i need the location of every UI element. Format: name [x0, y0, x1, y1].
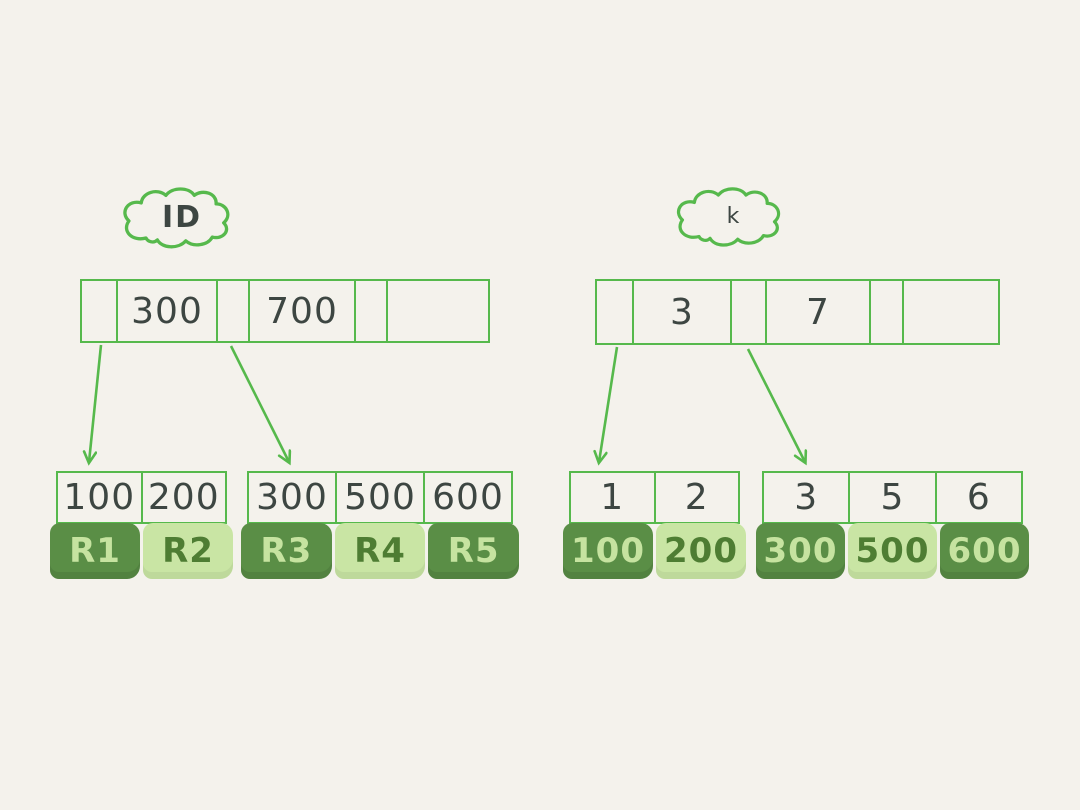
record-value: R2 — [162, 531, 214, 571]
leaf-records-row: 300 500 600 — [756, 523, 1029, 579]
cloud-icon — [676, 187, 781, 247]
root-cell-key: 3 — [632, 281, 730, 343]
arrow-right-root-to-leaf1 — [599, 346, 619, 462]
leaf-key-value: 100 — [63, 477, 136, 518]
record-cell: 100 — [563, 523, 653, 579]
record-value: 600 — [947, 531, 1022, 571]
leaf-key-value: 300 — [256, 477, 328, 518]
record-value: R4 — [354, 531, 406, 571]
record-value: 100 — [571, 531, 645, 571]
leaf-key-cell: 500 — [335, 473, 423, 522]
leaf-key-value: 1 — [600, 477, 625, 518]
root-cell-empty — [386, 281, 488, 341]
record-cell: R5 — [428, 523, 520, 579]
left-leaf-node-2: 300 500 600 R3 R4 R5 — [241, 471, 520, 579]
root-cell-pointer — [597, 281, 632, 343]
root-cell-pointer — [354, 281, 386, 341]
right-leaf-node-2: 3 5 6 300 500 600 — [756, 471, 1029, 579]
record-value: 300 — [763, 531, 838, 571]
k-cloud-label: k — [726, 203, 742, 229]
k-cloud: k — [666, 184, 802, 254]
record-cell: R4 — [334, 523, 426, 579]
record-cell: 200 — [656, 523, 746, 579]
record-cell: R1 — [50, 523, 140, 579]
record-value: 200 — [664, 531, 738, 571]
record-value: R1 — [69, 531, 121, 571]
leaf-key-value: 600 — [432, 477, 504, 518]
leaf-key-cell: 200 — [140, 473, 226, 522]
right-leaf-node-1: 1 2 100 200 — [563, 471, 746, 579]
leaf-key-cell: 5 — [848, 473, 934, 522]
leaf-key-cell: 3 — [764, 473, 848, 522]
leaf-key-value: 3 — [794, 477, 819, 518]
root-cell-key: 300 — [116, 281, 216, 341]
right-root-node: 3 7 — [595, 279, 1000, 345]
leaf-key-cell: 1 — [571, 473, 654, 522]
leaf-records-row: R3 R4 R5 — [241, 523, 520, 579]
root-cell-value: 300 — [131, 290, 203, 332]
leaf-key-cell: 2 — [653, 473, 739, 522]
arrow-left-root-to-leaf2 — [229, 345, 289, 462]
root-cell-key: 700 — [248, 281, 354, 341]
record-cell: 500 — [848, 523, 937, 579]
leaf-key-cell: 6 — [934, 473, 1021, 522]
root-cell-pointer — [82, 281, 116, 341]
root-cell-value: 7 — [806, 291, 830, 333]
record-cell: 300 — [756, 523, 845, 579]
arrow-right-root-to-leaf2 — [746, 348, 805, 462]
leaf-key-value: 6 — [966, 477, 991, 518]
record-value: R3 — [260, 531, 313, 571]
leaf-key-cell: 100 — [58, 473, 141, 522]
id-cloud: ID — [114, 184, 250, 256]
leaf-key-cell: 300 — [249, 473, 335, 522]
root-cell-value: 3 — [670, 291, 694, 333]
root-cell-pointer — [869, 281, 902, 343]
arrow-left-root-to-leaf1 — [89, 344, 103, 462]
leaf-keys-row: 100 200 — [56, 471, 227, 524]
record-cell: R3 — [241, 523, 332, 579]
id-cloud-label: ID — [161, 199, 203, 235]
cloud-icon — [123, 187, 230, 249]
leaf-key-value: 5 — [880, 477, 905, 518]
leaf-keys-row: 3 5 6 — [762, 471, 1023, 524]
root-cell-key: 7 — [765, 281, 869, 343]
leaf-key-value: 2 — [684, 477, 709, 518]
leaf-key-value: 500 — [344, 477, 416, 518]
root-cell-value: 700 — [266, 290, 338, 332]
root-cell-pointer — [730, 281, 765, 343]
record-value: R5 — [447, 531, 500, 571]
record-value: 500 — [855, 531, 930, 571]
leaf-keys-row: 300 500 600 — [247, 471, 513, 524]
record-cell: 600 — [940, 523, 1029, 579]
root-cell-empty — [902, 281, 998, 343]
leaf-records-row: R1 R2 — [50, 523, 233, 579]
leaf-records-row: 100 200 — [563, 523, 746, 579]
left-root-node: 300 700 — [80, 279, 490, 343]
leaf-key-value: 200 — [147, 477, 220, 518]
leaf-key-cell: 600 — [423, 473, 511, 522]
left-leaf-node-1: 100 200 R1 R2 — [50, 471, 233, 579]
root-cell-pointer — [216, 281, 248, 341]
record-cell: R2 — [143, 523, 233, 579]
leaf-keys-row: 1 2 — [569, 471, 740, 524]
